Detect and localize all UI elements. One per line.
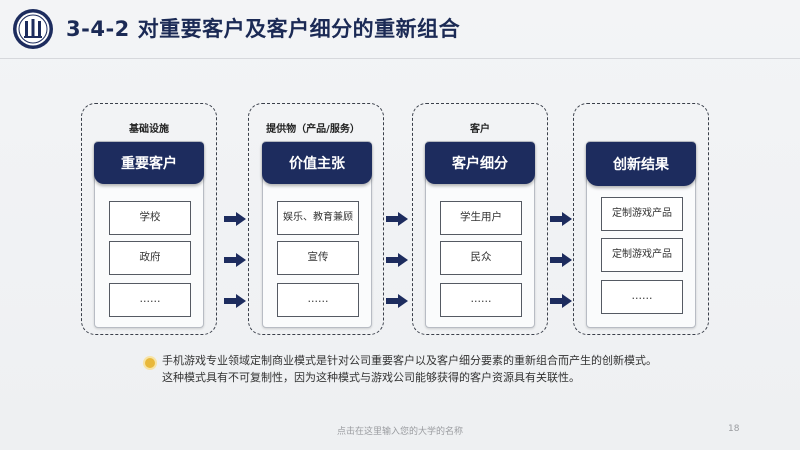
column-2-item-2: 宣传	[277, 241, 359, 275]
column-3-item-2: 民众	[440, 241, 522, 275]
column-2-item-1: 娱乐、教育兼顾	[277, 201, 359, 235]
column-header-4: 创新结果	[586, 142, 696, 186]
column-1-item-2: 政府	[109, 241, 191, 275]
column-panel-2: 价值主张 娱乐、教育兼顾 宣传 ……	[262, 141, 372, 328]
arrow-right-icon	[386, 253, 408, 267]
arrow-right-icon	[224, 294, 246, 308]
bullet-dot-icon	[145, 358, 155, 368]
column-3-item-1: 学生用户	[440, 201, 522, 235]
column-panel-1: 重要客户 学校 政府 ……	[94, 141, 204, 328]
arrow-right-icon	[386, 212, 408, 226]
column-4-item-2: 定制游戏产品	[601, 238, 683, 272]
column-group-2	[248, 103, 384, 335]
footer-placeholder[interactable]: 点击在这里输入您的大学的名称	[336, 427, 463, 437]
column-caption-1: 基础设施	[129, 124, 169, 135]
column-header-2: 价值主张	[262, 142, 372, 184]
column-4-item-3: ……	[601, 280, 683, 314]
column-panel-3: 客户细分 学生用户 民众 ……	[425, 141, 535, 328]
arrow-right-icon	[224, 253, 246, 267]
arrow-right-icon	[386, 294, 408, 308]
arrow-right-icon	[550, 294, 572, 308]
column-header-1: 重要客户	[94, 142, 204, 184]
column-3-item-3: ……	[440, 283, 522, 317]
page-title: 3-4-2 对重要客户及客户细分的重新组合	[66, 17, 461, 41]
arrow-right-icon	[550, 253, 572, 267]
header-divider	[0, 58, 800, 59]
column-caption-3: 客户	[470, 124, 490, 135]
column-group-4	[573, 103, 709, 335]
column-group-1	[81, 103, 217, 335]
column-header-3: 客户细分	[425, 142, 535, 184]
page-number: 18	[728, 424, 740, 434]
university-seal-icon	[13, 9, 53, 49]
column-1-item-3: ……	[109, 283, 191, 317]
column-group-3	[412, 103, 548, 335]
column-1-item-1: 学校	[109, 201, 191, 235]
summary-note: 手机游戏专业领域定制商业模式是针对公司重要客户以及客户细分要素的重新组合而产生的…	[162, 354, 657, 385]
column-caption-2: 提供物（产品/服务）	[266, 124, 360, 135]
column-panel-4: 创新结果 定制游戏产品 定制游戏产品 ……	[586, 141, 696, 328]
arrow-right-icon	[224, 212, 246, 226]
column-4-item-1: 定制游戏产品	[601, 197, 683, 231]
column-2-item-3: ……	[277, 283, 359, 317]
arrow-right-icon	[550, 212, 572, 226]
